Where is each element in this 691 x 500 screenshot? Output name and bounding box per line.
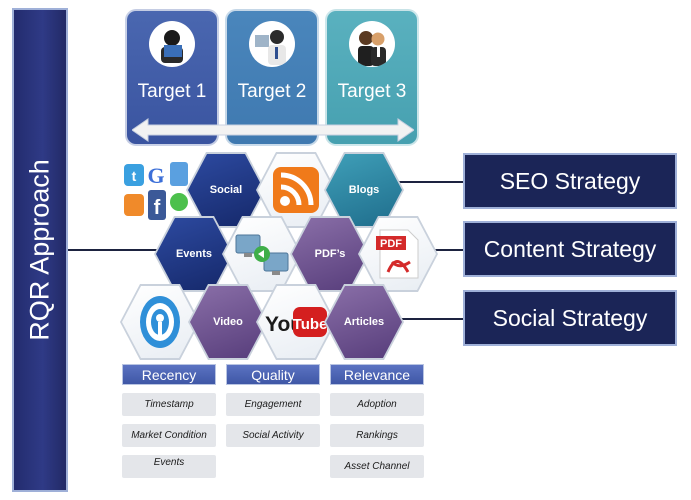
articles-hex: Articles [326, 286, 402, 358]
social-hex: Social [188, 154, 264, 226]
pdfs-hex: PDF’s [292, 218, 368, 290]
svg-text:t: t [132, 168, 137, 184]
relevance-item: Rankings [330, 424, 424, 447]
blogs-hex-label: Blogs [348, 184, 380, 196]
quality-header: Quality [226, 364, 320, 385]
target-3-label: Target 3 [337, 81, 407, 102]
content-strategy-box: Content Strategy [463, 221, 677, 277]
youtube-icon: You Tube [258, 286, 334, 358]
blogs-hex: Blogs [326, 154, 402, 226]
social-strategy-box: Social Strategy [463, 290, 677, 346]
network-computers-icon [224, 218, 300, 290]
rss-icon [258, 154, 334, 226]
business-people-icon [349, 21, 395, 67]
recency-column: Recency Timestamp Market Condition Event… [122, 364, 216, 478]
pdfs-hex-label: PDF’s [314, 248, 346, 260]
relevance-item: Adoption [330, 393, 424, 416]
recency-item: Market Condition [122, 424, 216, 447]
pdf-logo-text: PDF [380, 238, 402, 250]
recency-item: Events [122, 455, 216, 478]
events-hex-label: Events [175, 248, 213, 260]
quality-item: Engagement [226, 393, 320, 416]
youtube-hex-frame: You Tube [256, 284, 336, 360]
articles-hex-frame: Articles [324, 284, 404, 360]
target-1-card: Target 1 [125, 9, 219, 146]
podcast-icon [122, 286, 198, 358]
social-logos-icon: t G f [122, 160, 192, 226]
quality-column: Quality Engagement Social Activity [226, 364, 320, 447]
video-hex: Video [190, 286, 266, 358]
relevance-header: Relevance [330, 364, 424, 385]
target-2-label: Target 2 [237, 81, 307, 102]
recency-header: Recency [122, 364, 216, 385]
seo-strategy-label: SEO Strategy [499, 167, 641, 194]
recency-item: Timestamp [122, 393, 216, 416]
pdfs-hex-frame: PDF’s [290, 216, 370, 292]
content-strategy-label: Content Strategy [483, 235, 657, 262]
video-hex-label: Video [213, 316, 243, 328]
svg-text:f: f [154, 197, 161, 219]
connector-social [388, 318, 464, 320]
articles-hex-label: Articles [343, 316, 385, 328]
social-strategy-label: Social Strategy [492, 304, 648, 331]
target-1-label: Target 1 [137, 81, 207, 102]
seo-strategy-box: SEO Strategy [463, 153, 677, 209]
person-laptop-icon [149, 21, 195, 67]
person-computer-icon [249, 21, 295, 67]
rqr-approach-bar: RQR Approach [12, 8, 68, 492]
relevance-column: Relevance Adoption Rankings Asset Channe… [330, 364, 424, 478]
connector-seo [388, 181, 464, 183]
events-hex: Events [156, 218, 232, 290]
rss-hex-frame [256, 152, 336, 228]
social-hex-label: Social [209, 184, 243, 196]
svg-text:G: G [147, 163, 164, 188]
quality-item: Social Activity [226, 424, 320, 447]
pdf-icon: PDF [360, 218, 436, 290]
connector-content [418, 249, 464, 251]
target-2-card: Target 2 [225, 9, 319, 146]
blogs-hex-frame: Blogs [324, 152, 404, 228]
double-arrow-icon [132, 118, 414, 142]
connector-left [68, 249, 160, 251]
pdf-hex-frame: PDF [358, 216, 438, 292]
rqr-approach-label: RQR Approach [24, 159, 55, 341]
youtube-tube-text: Tube [293, 316, 328, 333]
relevance-item: Asset Channel [330, 455, 424, 478]
